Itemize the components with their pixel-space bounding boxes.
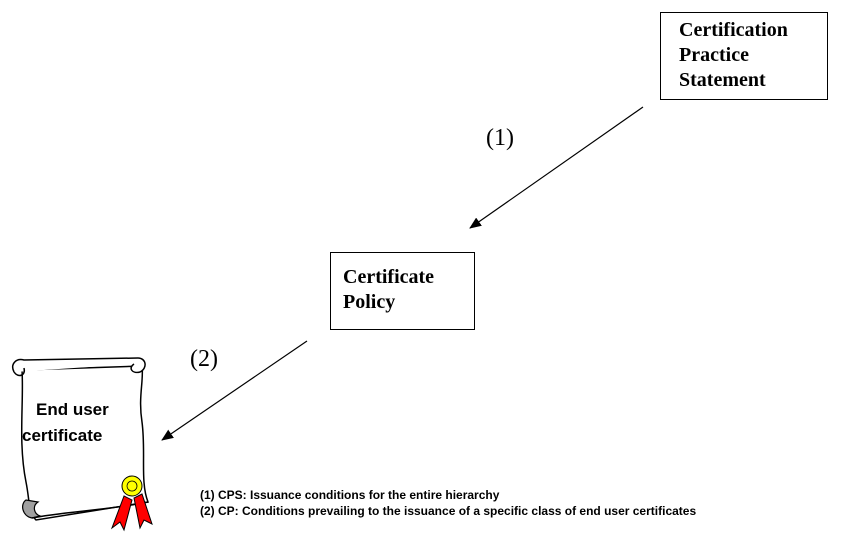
arrow-cp-to-certificate	[161, 340, 308, 441]
cp-box-line: Certificate	[343, 266, 435, 288]
ribbon-left	[110, 495, 133, 532]
cps-box-line: Certification	[679, 19, 788, 41]
scroll-top-curl-inner	[13, 367, 26, 377]
seal-inner	[126, 480, 138, 492]
scroll-top-curl	[12, 357, 146, 374]
legend-item-cp: (2) CP: Conditions prevailing to the iss…	[200, 504, 697, 518]
cps-box-line: Statement	[679, 69, 766, 91]
certificate-label-line: certificate	[22, 426, 103, 445]
scroll-sheet	[20, 365, 150, 521]
arrow-cps-to-cp	[469, 106, 644, 229]
cps-box: Certification Practice Statement	[660, 12, 828, 100]
step-2-label: (2)	[190, 346, 218, 372]
step-1-label: (1)	[486, 125, 514, 151]
certificate-scroll-icon	[12, 357, 153, 532]
legend-item-cps: (1) CPS: Issuance conditions for the ent…	[200, 488, 500, 502]
cp-box-line: Policy	[343, 291, 396, 313]
cp-box: Certificate Policy	[330, 252, 475, 330]
cps-box-line: Practice	[679, 44, 749, 66]
ribbon-right	[133, 493, 153, 530]
certificate-label-line: End user	[36, 400, 109, 419]
